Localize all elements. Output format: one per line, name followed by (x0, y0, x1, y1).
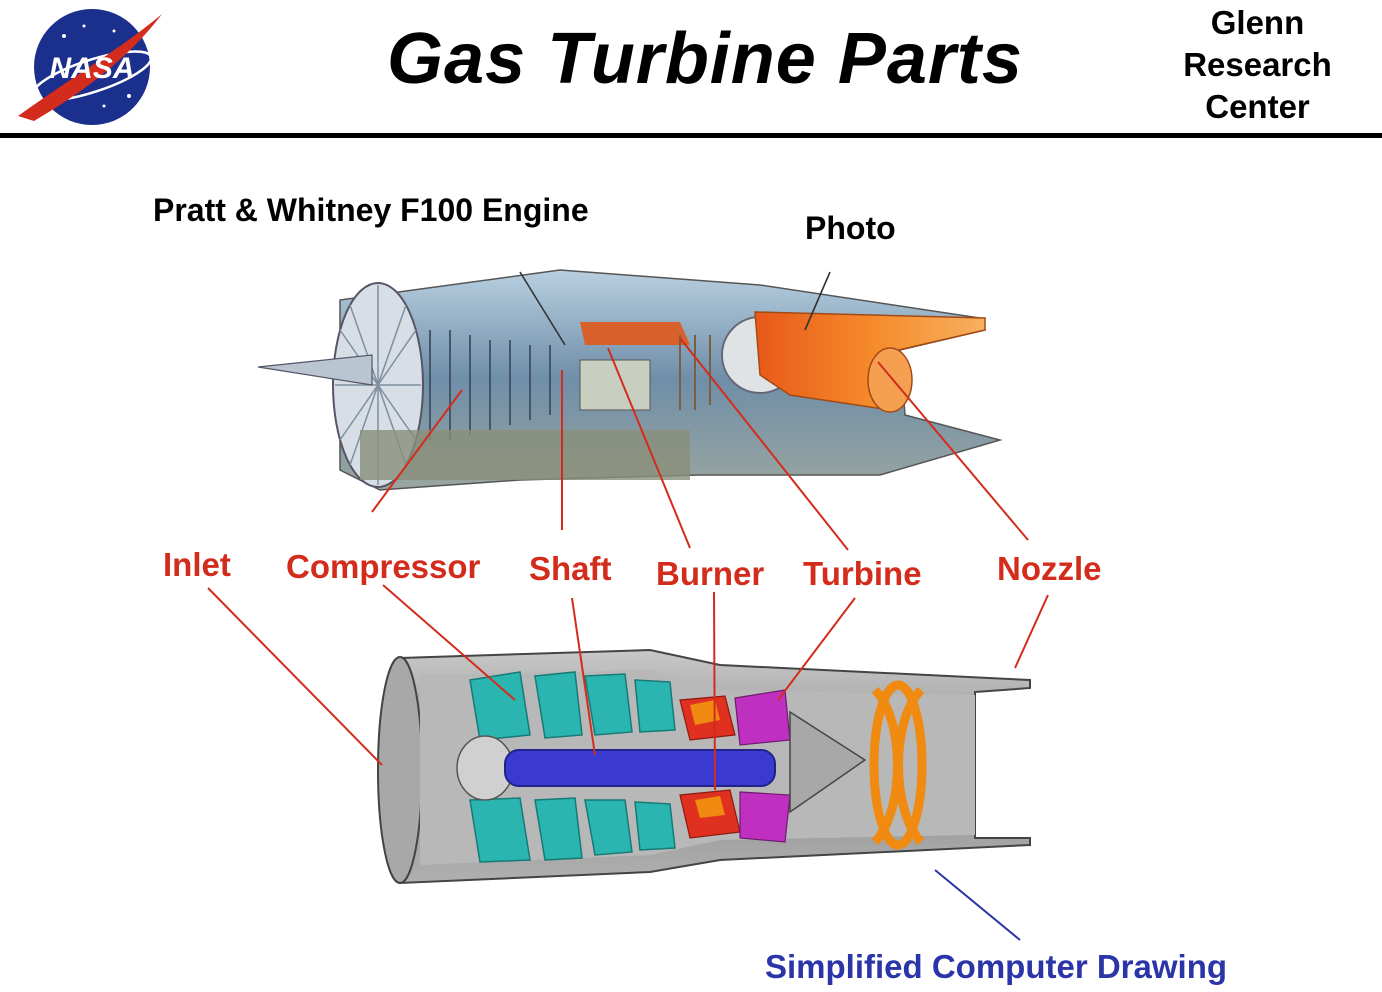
center-name: Glenn Research Center (1150, 2, 1365, 128)
photo-label: Photo (805, 210, 896, 246)
nasa-logo-icon: NASA (18, 9, 162, 125)
header-divider (0, 133, 1382, 138)
engine-photo (257, 269, 1003, 491)
nasa-logo-text: NASA (49, 52, 134, 85)
center-line-2: Research (1183, 46, 1332, 83)
center-line-3: Center (1205, 88, 1310, 125)
part-label-compressor: Compressor (286, 548, 481, 585)
part-label-shaft: Shaft (529, 550, 612, 587)
drawing-label: Simplified Computer Drawing (765, 948, 1228, 985)
center-line-1: Glenn (1210, 4, 1305, 41)
page-title: Gas Turbine Parts (387, 19, 1023, 99)
part-label-nozzle: Nozzle (997, 550, 1102, 587)
part-label-turbine: Turbine (803, 555, 922, 592)
part-label-burner: Burner (656, 555, 765, 592)
engine-name-label: Pratt & Whitney F100 Engine (153, 192, 589, 228)
part-label-inlet: Inlet (163, 546, 231, 583)
simplified-drawing (377, 648, 1031, 885)
